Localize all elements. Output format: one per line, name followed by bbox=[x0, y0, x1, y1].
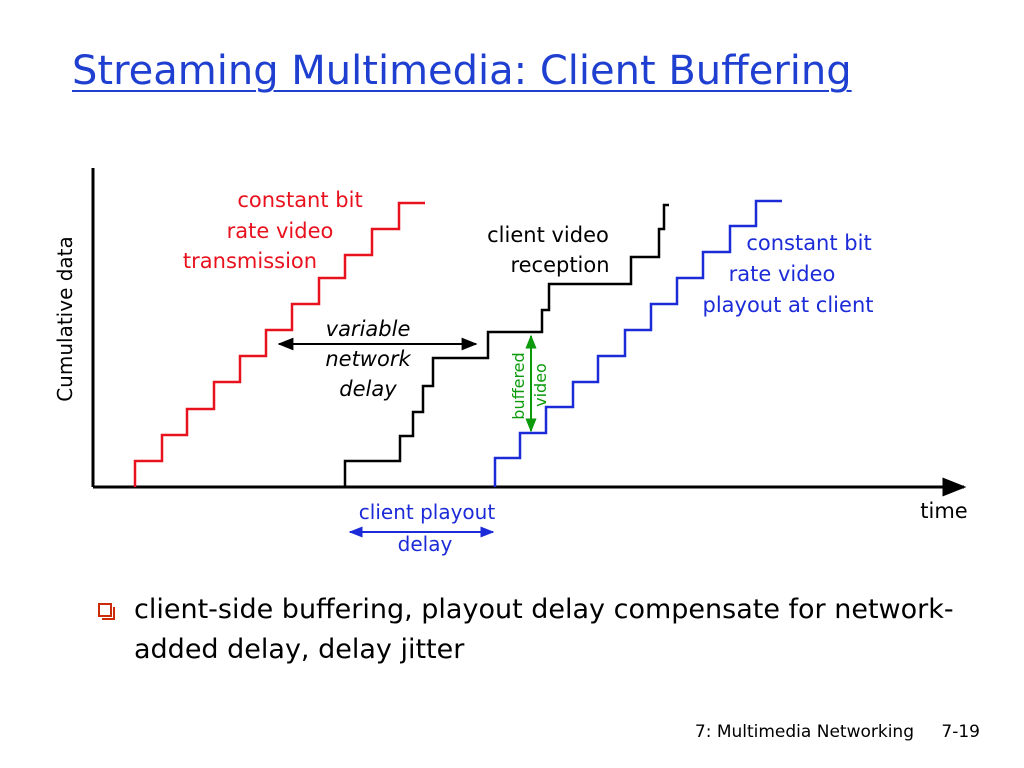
reception-label-line-1: client video bbox=[487, 223, 609, 247]
playout-delay-label-line-2: delay bbox=[398, 532, 453, 556]
transmission-label-line-2: rate video bbox=[227, 219, 334, 243]
buffered-label-line-1: buffered bbox=[509, 352, 528, 419]
checkbox-bullet-icon bbox=[98, 603, 115, 620]
playout-label-line-3: playout at client bbox=[703, 293, 874, 317]
slide-title: Streaming Multimedia: Client Buffering bbox=[72, 48, 852, 94]
playout-label-line-1: constant bit bbox=[746, 231, 871, 255]
bullet-text: client-side buffering, playout delay com… bbox=[134, 594, 954, 665]
client-buffering-diagram: Cumulative data time constant bit rate v… bbox=[53, 168, 968, 556]
transmission-label-line-1: constant bit bbox=[237, 188, 362, 212]
x-axis-label: time bbox=[920, 499, 967, 523]
network-delay-label-line-2: network bbox=[325, 347, 411, 371]
slide-footer: 7: Multimedia Networking 7-19 bbox=[695, 722, 980, 742]
reception-curve bbox=[343, 203, 669, 487]
reception-label-line-2: reception bbox=[510, 253, 609, 277]
bullet-point: client-side buffering, playout delay com… bbox=[98, 590, 958, 670]
network-delay-label-line-3: delay bbox=[339, 377, 397, 401]
footer-page-number: 7-19 bbox=[941, 722, 980, 742]
playout-delay-label-line-1: client playout bbox=[359, 500, 496, 524]
buffered-label-line-2: video bbox=[531, 363, 550, 407]
playout-curve bbox=[493, 199, 782, 487]
network-delay-label-line-1: variable bbox=[326, 317, 411, 341]
footer-chapter: 7: Multimedia Networking bbox=[694, 722, 914, 742]
playout-label-line-2: rate video bbox=[729, 262, 836, 286]
transmission-curve bbox=[133, 201, 425, 487]
transmission-label-line-3: transmission bbox=[183, 249, 317, 273]
y-axis-label: Cumulative data bbox=[53, 236, 77, 402]
